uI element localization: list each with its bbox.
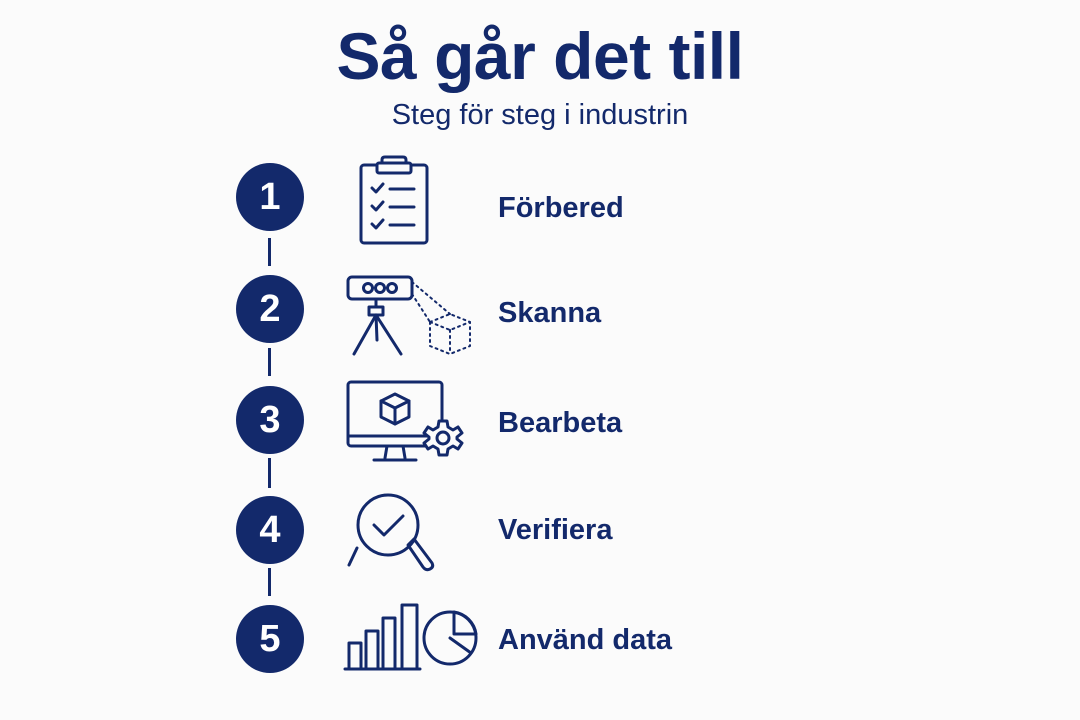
page-subtitle: Steg för steg i industrin [391, 99, 689, 131]
magnifier-check-icon [346, 492, 438, 576]
page-title: Så går det till [336, 19, 744, 93]
3d-scanner-tripod-icon [346, 270, 476, 358]
step-connector-1-2 [268, 238, 271, 266]
step-badge: 2 [236, 275, 304, 343]
step-label: Använd data [498, 624, 673, 656]
step-connector-4-5 [268, 568, 271, 596]
step-badge: 3 [236, 386, 304, 454]
step-badge: 4 [236, 496, 304, 564]
clipboard-checklist-icon [358, 155, 430, 247]
step-label: Bearbeta [498, 407, 623, 439]
step-label: Skanna [498, 297, 602, 329]
monitor-cube-gear-icon [346, 380, 466, 466]
step-badge: 5 [236, 605, 304, 673]
step-connector-3-4 [268, 458, 271, 488]
step-connector-2-3 [268, 348, 271, 376]
step-label: Förbered [498, 192, 624, 224]
step-badge: 1 [236, 163, 304, 231]
bar-pie-chart-icon [343, 600, 484, 672]
step-label: Verifiera [498, 514, 613, 546]
